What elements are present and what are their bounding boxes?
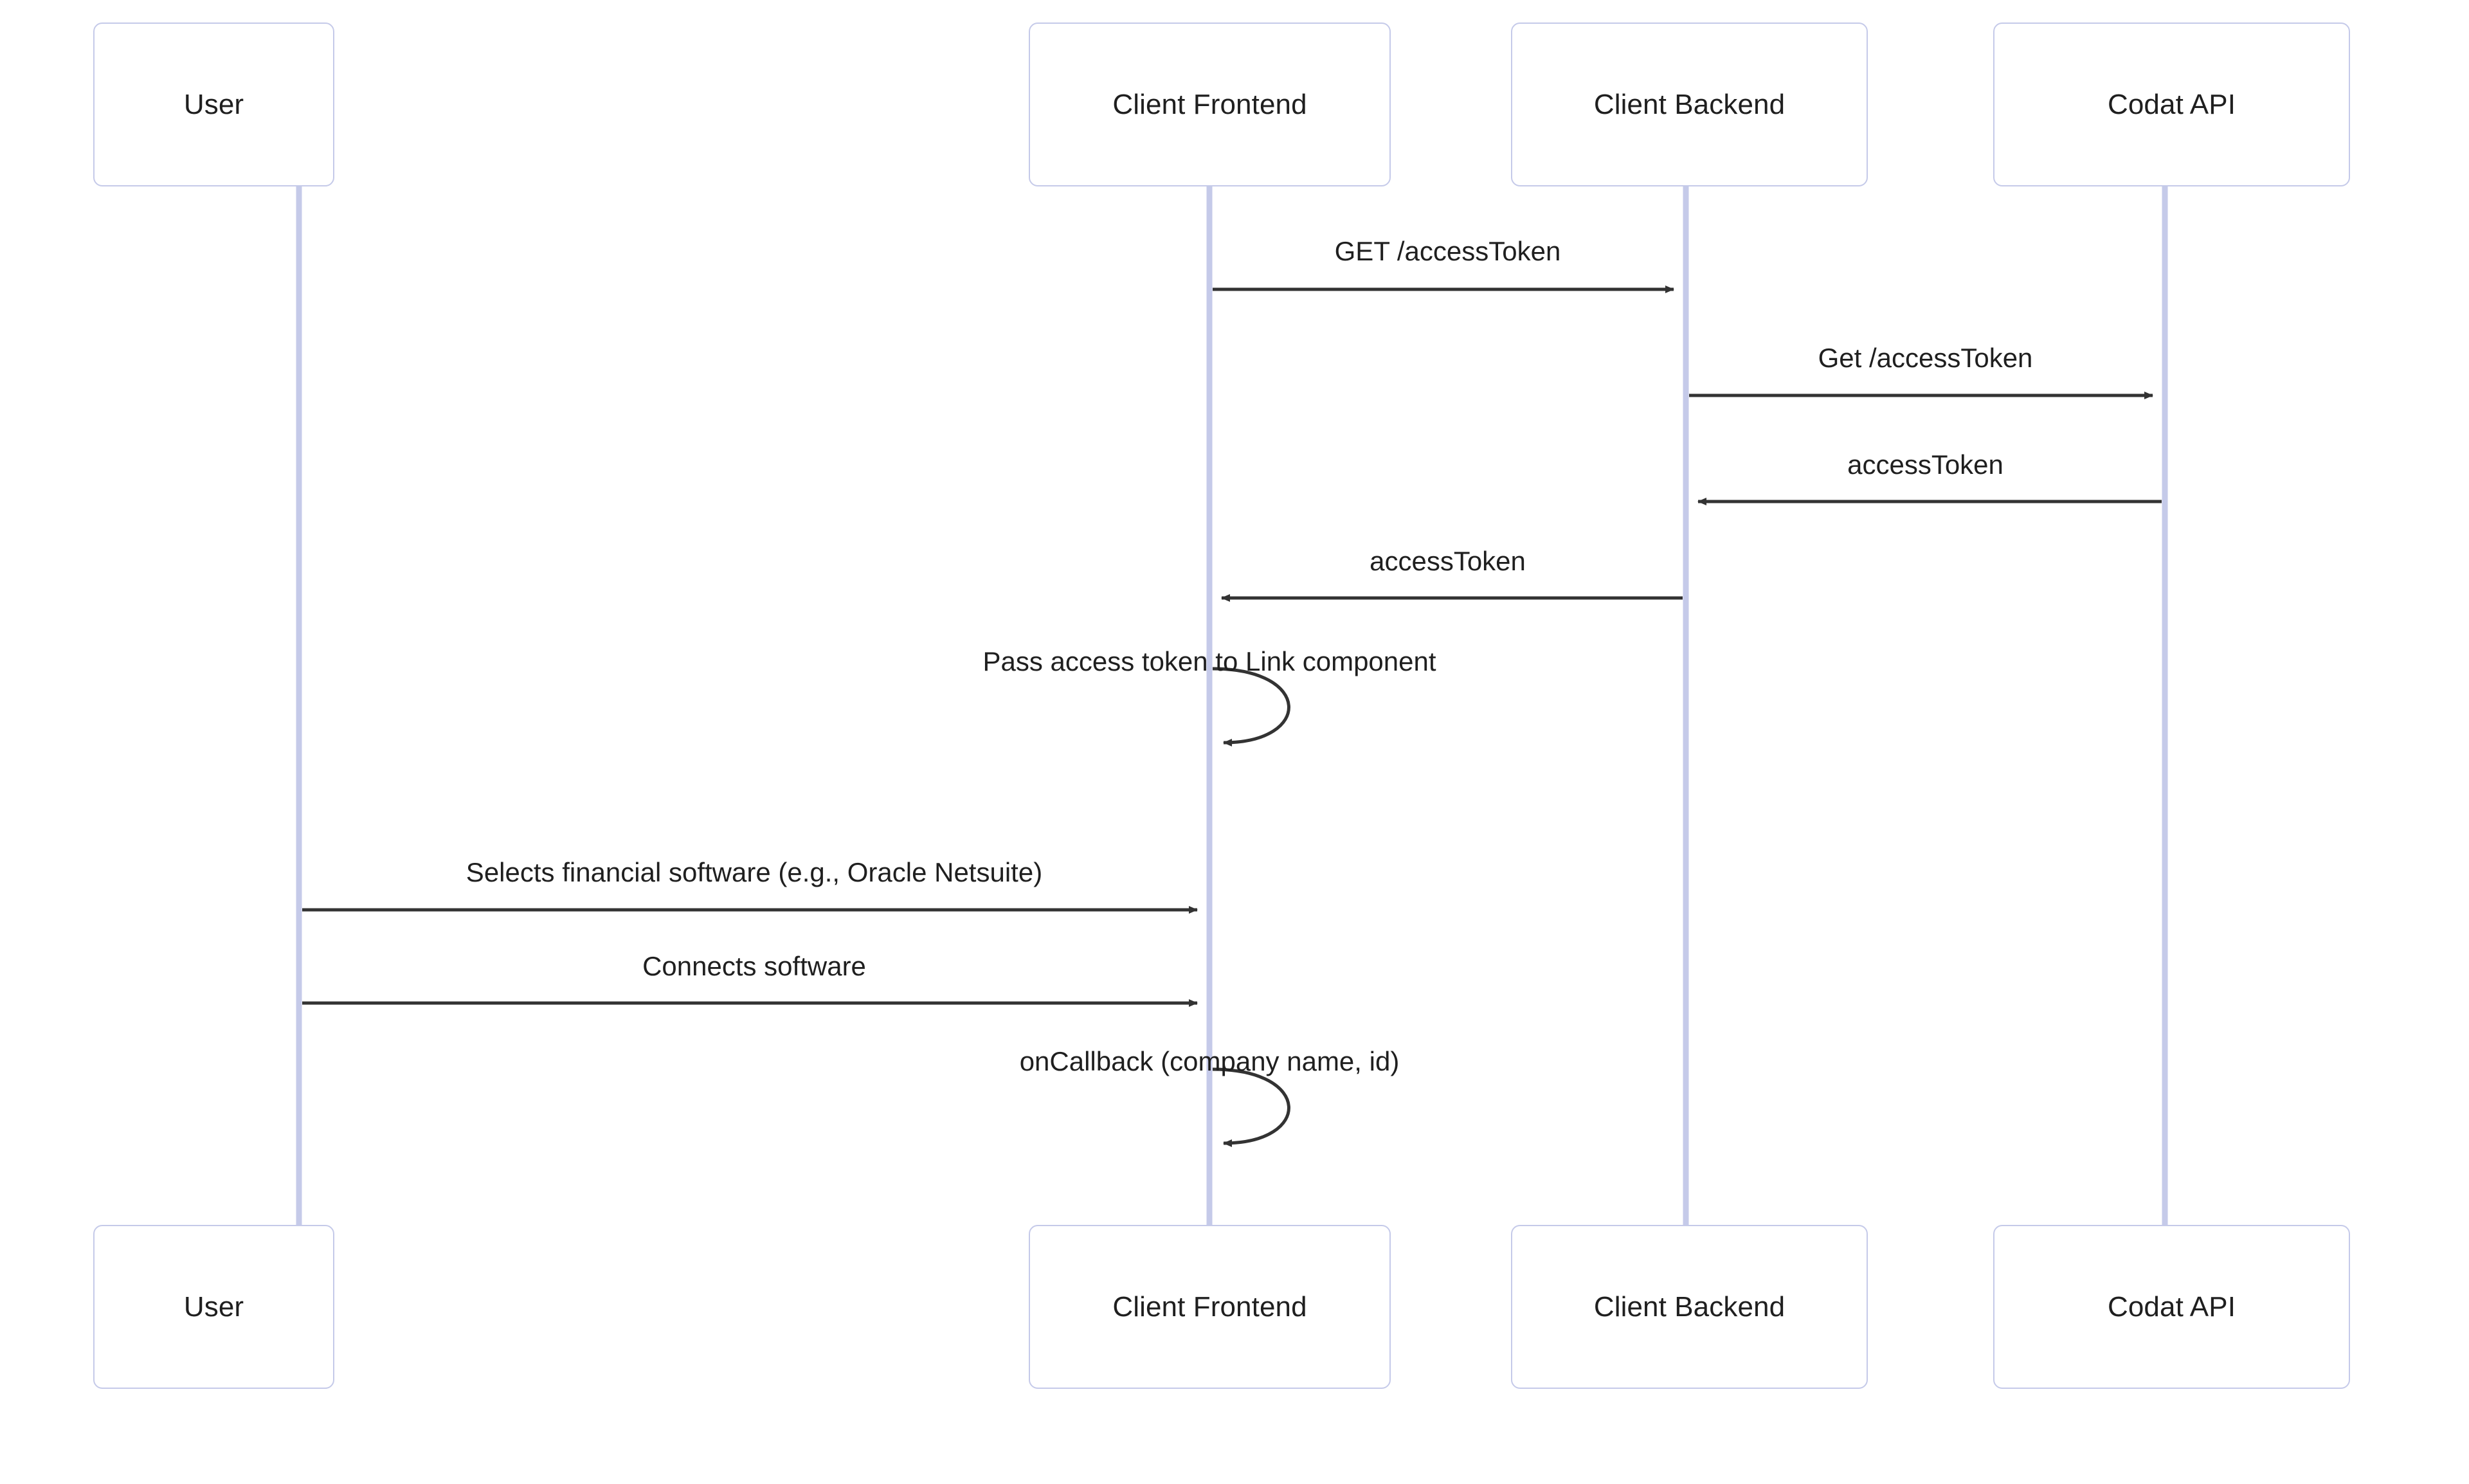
participant-user-top[interactable]: User	[93, 23, 334, 186]
message-label-2: Get /accessToken	[1818, 343, 2033, 373]
message-label-3: accessToken	[1847, 449, 2003, 480]
message-label-7: Connects software	[642, 951, 866, 981]
participant-label: Codat API	[2107, 1290, 2236, 1323]
message-label-6: Selects financial software (e.g., Oracle…	[466, 857, 1043, 887]
participant-label: User	[183, 1290, 244, 1323]
message-label-4: accessToken	[1370, 546, 1526, 576]
participant-backend-top[interactable]: Client Backend	[1511, 23, 1868, 186]
participant-codat-top[interactable]: Codat API	[1993, 23, 2350, 186]
participant-label: Client Backend	[1593, 1290, 1786, 1323]
message-arrow-self-8	[1212, 1067, 1290, 1147]
lifelines-group	[296, 186, 2168, 1225]
participant-backend-bottom[interactable]: Client Backend	[1511, 1225, 1868, 1389]
participant-label: Client Backend	[1593, 88, 1786, 120]
participant-label: User	[183, 88, 244, 120]
message-label-1: GET /accessToken	[1334, 236, 1561, 266]
participant-codat-bottom[interactable]: Codat API	[1993, 1225, 2350, 1389]
participant-label: Codat API	[2107, 88, 2236, 120]
message-label-5: Pass access token to Link component	[982, 646, 1436, 676]
participant-label: Client Frontend	[1112, 88, 1307, 120]
messages-group	[302, 285, 2162, 1147]
participant-frontend-bottom[interactable]: Client Frontend	[1029, 1225, 1391, 1389]
participant-user-bottom[interactable]: User	[93, 1225, 334, 1389]
participant-frontend-top[interactable]: Client Frontend	[1029, 23, 1391, 186]
message-arrow-self-5	[1212, 667, 1290, 747]
message-label-8: onCallback (company name, id)	[1019, 1046, 1400, 1076]
participant-label: Client Frontend	[1112, 1290, 1307, 1323]
